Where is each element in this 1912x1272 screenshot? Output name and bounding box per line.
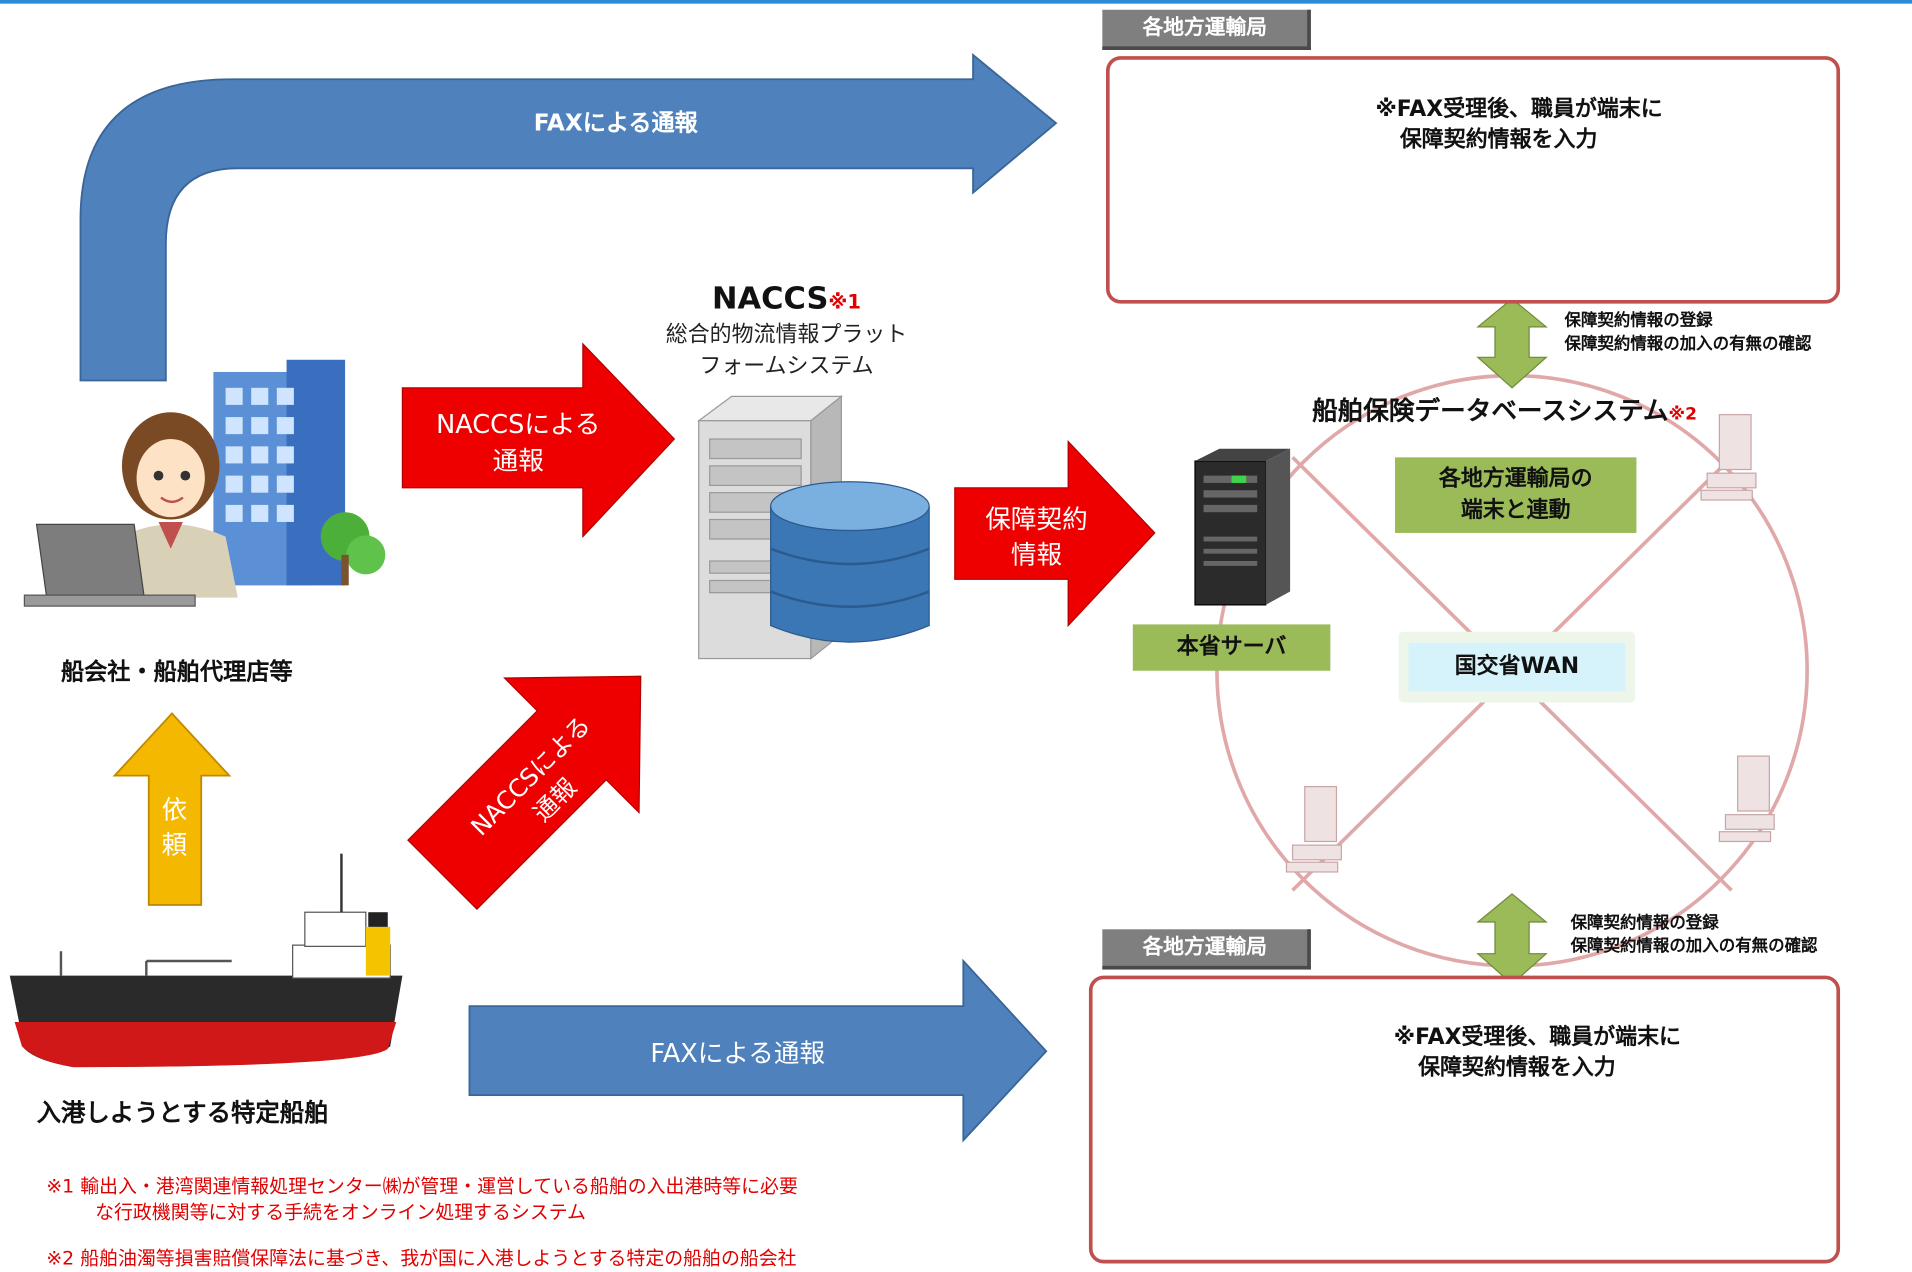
server-database-icon — [696, 395, 930, 660]
naccs-title-text: NACCS — [712, 280, 829, 316]
footnote-1-line1: ※1 輸出入・港湾関連情報処理センター㈱が管理・運営している船舶の入出港時等に必… — [46, 1175, 798, 1198]
linked-line2: 端末と連動 — [1460, 497, 1571, 524]
naccs-arrow-diagonal — [407, 675, 642, 910]
naccs-arrow-label-line2: 通報 — [492, 446, 544, 476]
hosho-arrow — [954, 439, 1156, 628]
sync-label-bottom: 保障契約情報の登録 保障契約情報の加入の有無の確認 — [1571, 912, 1818, 958]
hosho-arrow-label: 保障契約 情報 — [963, 502, 1109, 573]
naccs-arrow-horizontal-label: NACCSによる 通報 — [415, 406, 622, 479]
sync-label-top: 保障契約情報の登録 保障契約情報の加入の有無の確認 — [1564, 310, 1811, 356]
naccs-subtitle-line1: 総合的物流情報プラット — [665, 321, 908, 348]
fax-arrow-top — [79, 52, 1058, 382]
footnote-1: ※1 輸出入・港湾関連情報処理センター㈱が管理・運営している船舶の入出港時等に必… — [46, 1174, 798, 1225]
wan-label: 国交省WAN — [1408, 642, 1626, 692]
footnote-2: ※2 船舶油濁等損害賠償保障法に基づき、我が国に入港しようとする特定の船舶の船会… — [46, 1247, 797, 1270]
naccs-subtitle: 総合的物流情報プラット フォームシステム — [610, 320, 964, 383]
top-border-line — [0, 0, 1912, 4]
irai-line2: 頼 — [161, 830, 188, 860]
office-note-top-line2: 保障契約情報を入力 — [1399, 126, 1598, 153]
fax-arrow-top-label: FAXによる通報 — [533, 109, 698, 137]
irai-line1: 依 — [161, 795, 188, 825]
database-mark: ※2 — [1668, 404, 1698, 425]
tower-server-icon — [1194, 448, 1291, 606]
hosho-arrow-line2: 情報 — [1010, 540, 1063, 570]
naccs-title: NACCS※1 — [658, 280, 914, 315]
database-title: 船舶保険データベースシステム※2 — [1312, 391, 1697, 428]
sync-arrow-top — [1476, 297, 1548, 389]
main-server-label: 本省サーバ — [1132, 624, 1331, 671]
office-note-bottom: ※FAX受理後、職員が端末に 保障契約情報を入力 — [1394, 1022, 1681, 1083]
fax-arrow-bottom-label: FAXによる通報 — [650, 1039, 826, 1069]
office-note-bottom-line1: ※FAX受理後、職員が端末に — [1393, 1024, 1681, 1051]
office-tag-top: 各地方運輸局 — [1102, 9, 1311, 51]
naccs-subtitle-line2: フォームシステム — [699, 353, 874, 380]
naccs-mark: ※1 — [828, 290, 861, 314]
sync-top-line2: 保障契約情報の加入の有無の確認 — [1564, 334, 1812, 354]
desktop-terminal-icon — [1285, 414, 1775, 873]
office-note-bottom-line2: 保障契約情報を入力 — [1418, 1054, 1616, 1081]
irai-arrow — [112, 712, 232, 906]
office-box-top — [1105, 56, 1841, 304]
database-title-text: 船舶保険データベースシステム — [1312, 396, 1669, 426]
naccs-arrow-label-line1: NACCSによる — [436, 409, 601, 440]
fax-arrow-bottom — [468, 958, 1048, 1143]
sync-arrow-bottom — [1476, 893, 1548, 985]
linked-terminals-box: 各地方運輸局の 端末と連動 — [1394, 457, 1637, 533]
hosho-arrow-line1: 保障契約 — [985, 504, 1088, 535]
office-box-bottom — [1088, 975, 1841, 1264]
cargo-ship-icon — [9, 853, 403, 1068]
ship-label: 入港しようとする特定船舶 — [36, 1097, 329, 1127]
office-note-top: ※FAX受理後、職員が端末に 保障契約情報を入力 — [1375, 94, 1662, 155]
footnote-1-line2: な行政機関等に対する手続をオンライン処理するシステム — [95, 1201, 586, 1224]
naccs-arrow-horizontal — [401, 342, 676, 539]
sync-bottom-line2: 保障契約情報の加入の有無の確認 — [1570, 936, 1818, 957]
sync-bottom-line1: 保障契約情報の登録 — [1570, 913, 1719, 933]
office-tag-bottom: 各地方運輸局 — [1102, 929, 1311, 970]
shipping-company-label: 船会社・船舶代理店等 — [60, 658, 293, 686]
irai-arrow-label: 依 頼 — [149, 793, 200, 864]
office-note-top-line1: ※FAX受理後、職員が端末に — [1375, 96, 1663, 122]
office-worker-icon — [23, 359, 386, 607]
linked-line1: 各地方運輸局の — [1438, 465, 1593, 492]
sync-top-line1: 保障契約情報の登録 — [1564, 310, 1713, 331]
